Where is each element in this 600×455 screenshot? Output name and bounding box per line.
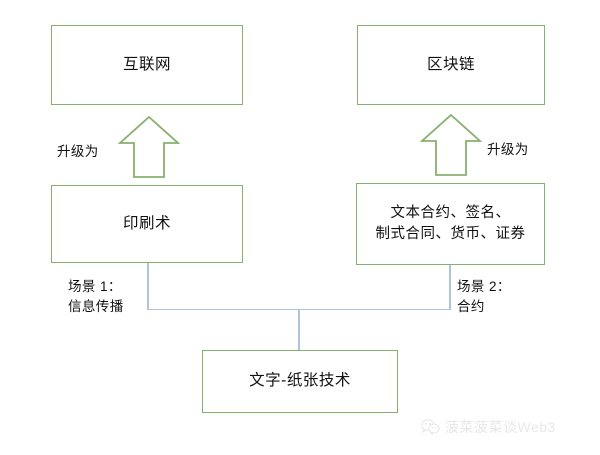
node-printing-label: 印刷术 [122,214,171,232]
edge-label-upgrade-left: 升级为 [57,144,99,159]
node-paper-label: 文字-纸张技术 [249,372,351,390]
node-blockchain[interactable]: 区块链 [357,25,545,105]
connector-paper-stub [298,308,300,351]
watermark: 菠菜菠菜谈Web3 [421,417,556,437]
node-blockchain-label: 区块链 [426,55,475,73]
watermark-text: 菠菜菠菜谈Web3 [445,419,556,435]
up-arrow-contracts-to-blockchain [419,113,483,176]
edge-label-scene-1: 场景 1： 信息传播 [68,279,124,315]
edge-label-scene-2: 场景 2： 合约 [457,279,511,315]
node-printing[interactable]: 印刷术 [51,185,243,263]
wechat-icon [421,419,440,435]
node-paper[interactable]: 文字-纸张技术 [202,350,398,413]
edge-label-upgrade-right: 升级为 [487,142,529,157]
connector-paper-to-contracts-vertical [449,265,451,310]
node-internet-label: 互联网 [122,55,171,73]
node-contracts[interactable]: 文本合约、签名、 制式合同、货币、证券 [356,183,545,265]
up-arrow-printing-to-internet [117,115,181,178]
connector-paper-to-printing-vertical [147,263,149,310]
node-contracts-label: 文本合约、签名、 制式合同、货币、证券 [375,204,526,242]
node-internet[interactable]: 互联网 [51,25,243,105]
